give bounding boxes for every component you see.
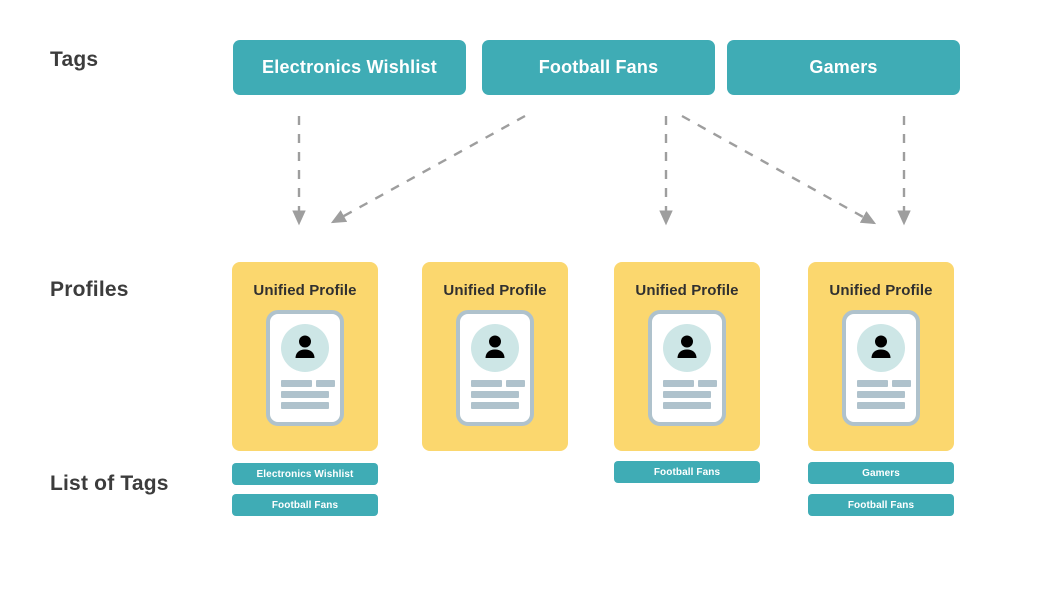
profile-1-tag-football-fans[interactable]: Football Fans xyxy=(232,494,378,516)
id-card-text-lines xyxy=(857,380,911,413)
profile-card-title: Unified Profile xyxy=(635,282,739,299)
id-card-icon xyxy=(842,310,920,426)
id-card-icon xyxy=(266,310,344,426)
avatar-circle xyxy=(857,324,905,372)
person-icon xyxy=(485,335,505,358)
arrow-football-fans-to-profile-4 xyxy=(681,114,877,225)
tag-button-electronics-wishlist[interactable]: Electronics Wishlist xyxy=(233,40,466,95)
person-icon xyxy=(677,335,697,358)
profile-1-tag-electronics-wishlist[interactable]: Electronics Wishlist xyxy=(232,463,378,485)
profile-card-title: Unified Profile xyxy=(253,282,357,299)
person-icon xyxy=(871,335,891,358)
id-card-text-lines xyxy=(663,380,717,413)
id-card-icon xyxy=(648,310,726,426)
profile-card-3[interactable]: Unified Profile xyxy=(614,262,760,451)
tag-button-gamers[interactable]: Gamers xyxy=(727,40,960,95)
id-card-text-lines xyxy=(471,380,525,413)
profile-card-title: Unified Profile xyxy=(443,282,547,299)
arrow-football-fans-to-profile-1 xyxy=(330,114,526,224)
id-card-text-lines xyxy=(281,380,335,413)
profile-card-1[interactable]: Unified Profile xyxy=(232,262,378,451)
id-card-icon xyxy=(456,310,534,426)
avatar-circle xyxy=(281,324,329,372)
profile-3-tag-football-fans[interactable]: Football Fans xyxy=(614,461,760,483)
profile-4-tag-gamers[interactable]: Gamers xyxy=(808,462,954,484)
tag-button-football-fans[interactable]: Football Fans xyxy=(482,40,715,95)
row-label-tags: Tags xyxy=(50,48,99,71)
profile-4-tag-football-fans[interactable]: Football Fans xyxy=(808,494,954,516)
person-icon xyxy=(295,335,315,358)
profile-card-4[interactable]: Unified Profile xyxy=(808,262,954,451)
row-label-list-of-tags: List of Tags xyxy=(50,472,169,495)
avatar-circle xyxy=(471,324,519,372)
avatar-circle xyxy=(663,324,711,372)
row-label-profiles: Profiles xyxy=(50,278,129,301)
profile-card-2[interactable]: Unified Profile xyxy=(422,262,568,451)
profile-card-title: Unified Profile xyxy=(829,282,933,299)
